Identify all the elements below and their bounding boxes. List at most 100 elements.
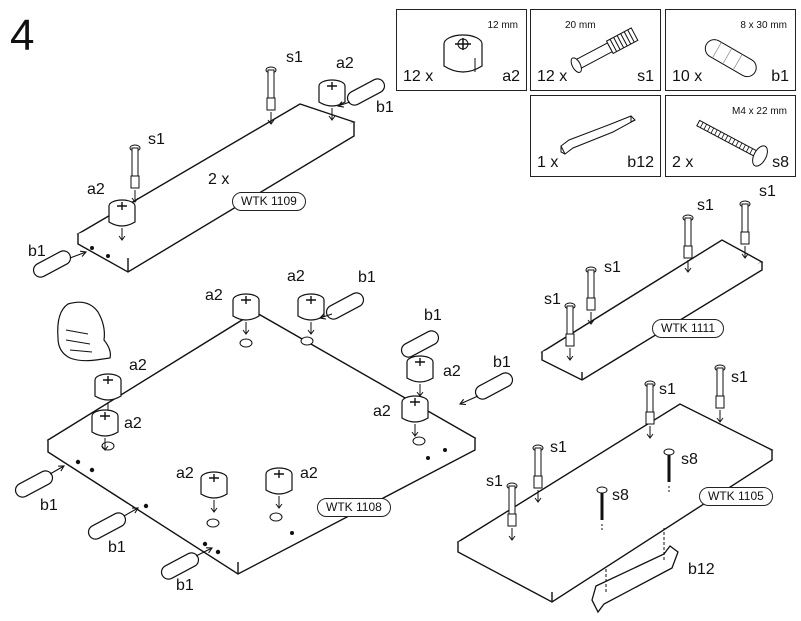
insert-arrow-icon xyxy=(123,507,139,517)
part-box-b12: 1 x b12 xyxy=(530,95,661,177)
label-s1: s1 xyxy=(659,381,676,398)
cam-lock-body xyxy=(297,300,325,321)
label-s1: s1 xyxy=(544,291,561,308)
cam-lock-icon xyxy=(443,34,483,73)
cam-lock-body xyxy=(200,478,228,499)
cam-bolt-shaft xyxy=(646,383,654,413)
board-wtk-1108 xyxy=(46,311,477,575)
cam-lock-body xyxy=(406,362,434,383)
label-b1: b1 xyxy=(176,577,194,594)
label-s1: s1 xyxy=(759,183,776,200)
part-code: s8 xyxy=(772,154,789,171)
label-s1: s1 xyxy=(731,369,748,386)
part-qty: 2 x xyxy=(672,154,694,171)
cam-bolt-shaft xyxy=(716,367,724,397)
cam-bolt-shaft xyxy=(534,447,542,477)
cam-lock-body xyxy=(232,300,260,321)
down-arrow-icon xyxy=(210,500,218,513)
cam-bolt-thread xyxy=(533,475,543,489)
board-wtk-1109 xyxy=(76,103,356,273)
label-a2: a2 xyxy=(336,55,354,72)
board-multiplier: 2 x xyxy=(208,171,230,188)
cam-bolt-icon xyxy=(570,27,639,73)
label-b1: b1 xyxy=(376,99,394,116)
cam-bolt-shaft xyxy=(508,485,516,515)
insert-arrow-icon xyxy=(69,251,87,259)
dowel-body xyxy=(325,292,365,320)
label-a2: a2 xyxy=(205,287,223,304)
label-a2: a2 xyxy=(300,465,318,482)
cam-bolt-thread xyxy=(715,395,725,409)
screw-icon xyxy=(596,486,608,494)
part-box-s1: 20 mm 12 x s1 xyxy=(530,9,661,91)
cam-lock-body xyxy=(94,380,122,401)
down-arrow-icon xyxy=(275,496,283,509)
part-size: 20 mm xyxy=(565,20,596,31)
down-arrow-icon xyxy=(131,190,139,203)
arrow-head xyxy=(336,101,345,108)
label-a2: a2 xyxy=(373,403,391,420)
dowel-body xyxy=(160,552,200,580)
part-code: b1 xyxy=(771,68,789,85)
wooden-dowel-icon xyxy=(325,292,365,320)
dowel-body xyxy=(87,512,127,540)
wooden-dowel-icon xyxy=(400,330,440,358)
screw-icon xyxy=(663,448,675,456)
label-b1: b1 xyxy=(424,307,442,324)
wooden-dowel-icon xyxy=(160,552,200,580)
cam-lock-slot xyxy=(327,82,337,90)
cam-bolt-thread xyxy=(645,411,655,425)
dowel-body xyxy=(32,250,72,278)
part-qty: 12 x xyxy=(403,68,434,85)
wooden-dowel-icon xyxy=(346,78,386,106)
board-tag-wtk-1109: WTK 1109 xyxy=(232,192,306,211)
cam-lock-body xyxy=(108,206,136,227)
part-box-a2: 12 mm 12 x a2 xyxy=(396,9,527,91)
label-s1: s1 xyxy=(286,49,303,66)
insert-arrow-icon xyxy=(195,547,213,557)
step-number: 4 xyxy=(10,11,35,60)
part-qty: 1 x xyxy=(537,154,559,171)
insert-arrow-icon xyxy=(49,465,65,475)
dowel-body xyxy=(400,330,440,358)
insert-arrow-icon xyxy=(337,101,351,107)
board-wtk-1111 xyxy=(540,239,764,381)
arrow-head xyxy=(57,465,65,472)
down-arrow-icon xyxy=(716,410,724,423)
label-s1: s1 xyxy=(148,131,165,148)
wooden-dowel-icon xyxy=(14,470,54,498)
cam-lock-slot xyxy=(103,376,113,384)
label-s1: s1 xyxy=(697,197,714,214)
label-s1: s1 xyxy=(550,439,567,456)
down-arrow-icon xyxy=(411,424,419,437)
label-s1: s1 xyxy=(486,473,503,490)
dowel-body xyxy=(474,372,514,400)
label-b1: b1 xyxy=(28,243,46,260)
cam-lock-body xyxy=(318,86,346,107)
handle-icon xyxy=(560,115,636,155)
hand-icon xyxy=(57,301,111,362)
board-tag-wtk-1108: WTK 1108 xyxy=(317,498,391,517)
label-b1: b1 xyxy=(358,269,376,286)
board-tag-wtk-1105: WTK 1105 xyxy=(699,487,773,506)
label-b1: b1 xyxy=(493,354,511,371)
cam-bolt-thread xyxy=(507,513,517,527)
down-arrow-icon xyxy=(534,490,542,503)
label-a2: a2 xyxy=(129,357,147,374)
cam-lock-body xyxy=(91,416,119,437)
cam-bolt-shaft xyxy=(267,69,275,99)
board-wtk-1105 xyxy=(456,403,774,603)
part-size: 12 mm xyxy=(487,20,518,31)
down-arrow-icon xyxy=(242,322,250,335)
cam-bolt-shaft xyxy=(566,305,574,335)
cam-bolt-shaft xyxy=(587,269,595,299)
down-arrow-icon xyxy=(646,426,654,439)
cam-lock-slot xyxy=(410,398,420,406)
down-arrow-icon xyxy=(508,528,516,541)
label-b1: b1 xyxy=(40,497,58,514)
part-qty: 10 x xyxy=(672,68,703,85)
wooden-dowel-icon xyxy=(87,512,127,540)
down-arrow-icon xyxy=(307,322,315,335)
